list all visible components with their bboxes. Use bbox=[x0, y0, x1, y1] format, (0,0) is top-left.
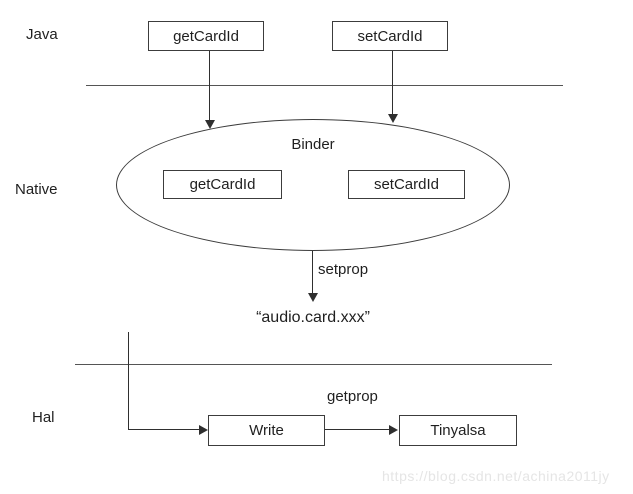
property-value-text: “audio.card.xxx” bbox=[256, 309, 370, 326]
setcardid-to-binder-line bbox=[392, 51, 393, 114]
setcardid-to-binder-arrowhead-icon bbox=[388, 114, 398, 123]
layer-label-hal: Hal bbox=[32, 409, 55, 426]
watermark-text: https://blog.csdn.net/achina2011jy bbox=[382, 468, 610, 484]
write-to-tinyalsa-line bbox=[325, 429, 389, 430]
hal-tinyalsa-box: Tinyalsa bbox=[399, 415, 517, 446]
setprop-arrowhead-icon bbox=[308, 293, 318, 302]
elbow-to-write-line bbox=[128, 429, 199, 430]
getprop-label: getprop bbox=[327, 388, 378, 405]
setprop-label: setprop bbox=[318, 261, 369, 278]
getcardid-to-binder-arrowhead-icon bbox=[205, 120, 215, 129]
java-native-separator-line bbox=[86, 85, 563, 86]
java-getcardid-box: getCardId bbox=[148, 21, 264, 51]
setprop-arrow-line bbox=[312, 251, 313, 293]
native-getcardid-box: getCardId bbox=[163, 170, 282, 199]
layer-label-java: Java bbox=[26, 26, 58, 43]
java-setcardid-box: setCardId bbox=[332, 21, 448, 51]
native-hal-separator-line bbox=[75, 364, 552, 365]
write-to-tinyalsa-arrowhead-icon bbox=[389, 425, 398, 435]
hal-write-box: Write bbox=[208, 415, 325, 446]
native-setcardid-box: setCardId bbox=[348, 170, 465, 199]
layer-label-native: Native bbox=[15, 181, 58, 198]
elbow-to-write-arrowhead-icon bbox=[199, 425, 208, 435]
getcardid-to-binder-line bbox=[209, 51, 210, 120]
binder-title: Binder bbox=[291, 136, 335, 153]
property-to-hal-line bbox=[128, 332, 129, 430]
